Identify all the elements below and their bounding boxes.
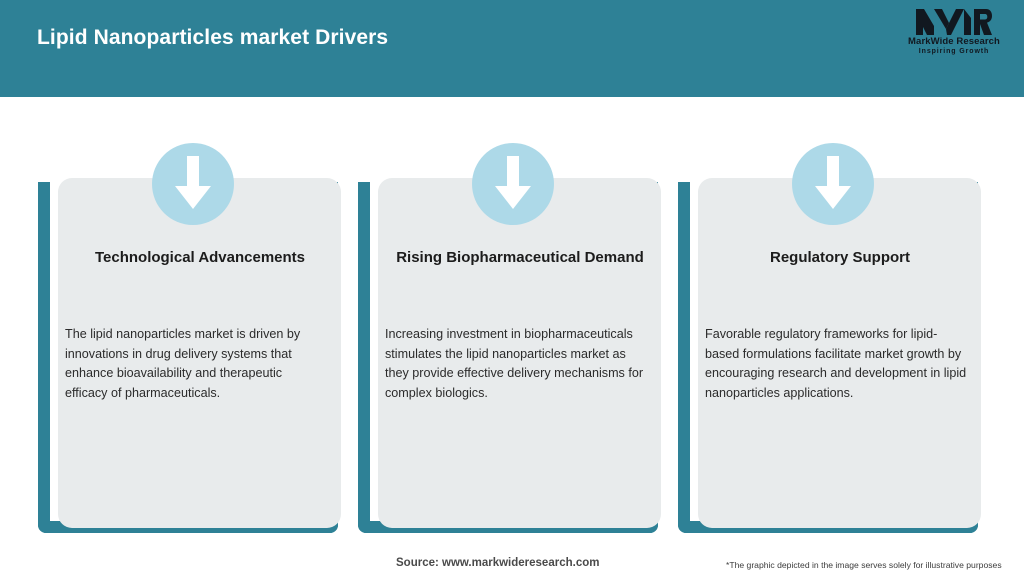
- logo-company-name: MarkWide Research: [908, 36, 1000, 47]
- card-body-text: Increasing investment in biopharmaceutic…: [385, 327, 644, 400]
- card-panel: [58, 178, 341, 528]
- brand-logo: MarkWide Research Inspiring Growth: [900, 9, 1008, 61]
- page-title: Lipid Nanoparticles market Drivers: [37, 26, 389, 49]
- card-body-text: Favorable regulatory frameworks for lipi…: [705, 327, 967, 400]
- card-title: Regulatory Support: [769, 249, 910, 266]
- card-panel: [698, 178, 981, 528]
- arrow-down-icon: [792, 143, 874, 225]
- logo-mark-icon: [900, 9, 1008, 36]
- arrow-down-icon: [152, 143, 234, 225]
- card-title: Rising Biopharmaceutical Demand: [396, 249, 644, 266]
- source-attribution: Source: www.markwideresearch.com: [396, 557, 600, 569]
- arrow-down-icon: [472, 143, 554, 225]
- drivers-card-group: Technological Advancements The lipid nan…: [0, 97, 1024, 537]
- logo-tagline: Inspiring Growth: [918, 48, 990, 55]
- driver-card[interactable]: Rising Biopharmaceutical Demand Increasi…: [358, 97, 661, 537]
- card-panel: [378, 178, 661, 528]
- driver-card[interactable]: Technological Advancements The lipid nan…: [38, 97, 341, 537]
- header-bar: Lipid Nanoparticles market Drivers MarkW…: [0, 0, 1024, 97]
- disclaimer-note: *The graphic depicted in the image serve…: [726, 560, 1002, 570]
- card-body-text: The lipid nanoparticles market is driven…: [65, 327, 301, 400]
- driver-card[interactable]: Regulatory Support Favorable regulatory …: [678, 97, 981, 537]
- card-title: Technological Advancements: [94, 249, 306, 266]
